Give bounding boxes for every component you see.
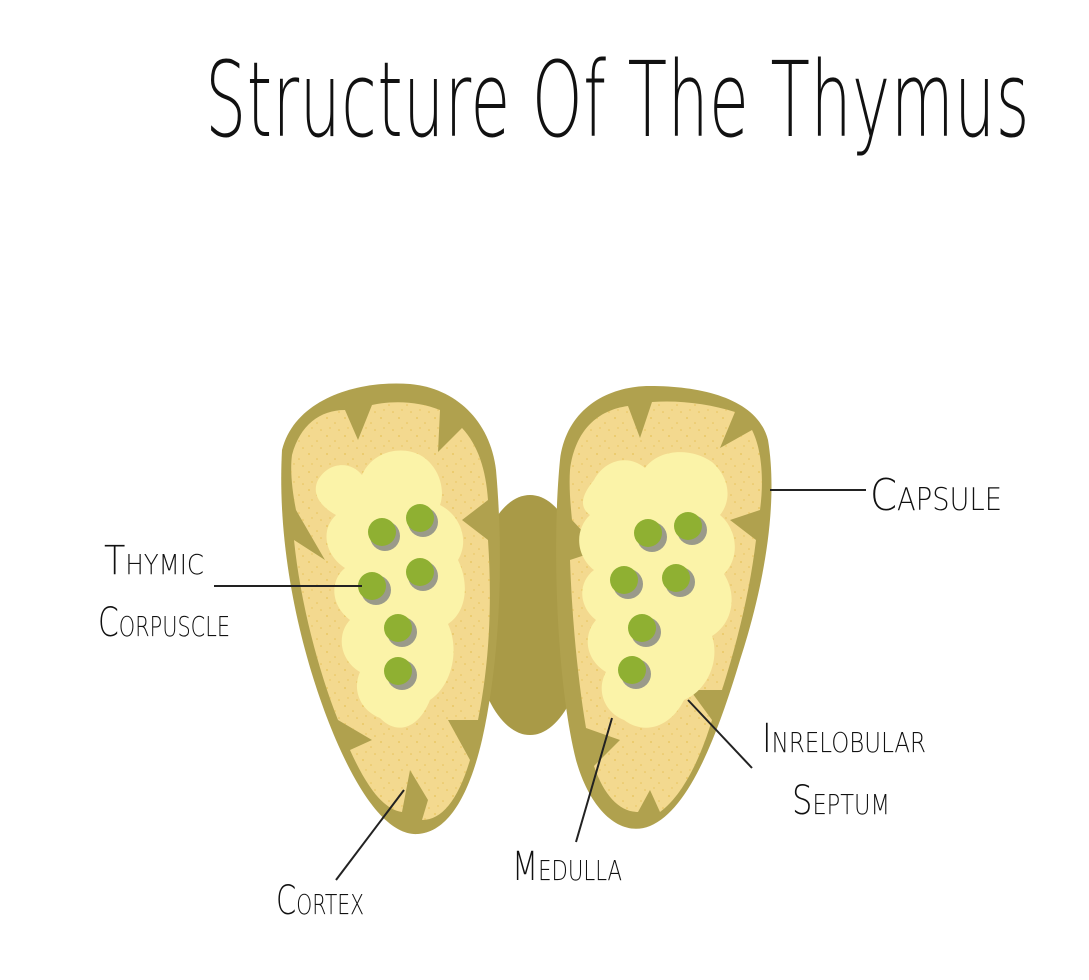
medulla-leader: [575, 717, 613, 843]
left-corpuscles: [358, 504, 438, 690]
interlobular-septum-leader: [687, 699, 753, 769]
thymic-corpuscle: [618, 656, 646, 684]
interlobular-label-line2: Septum: [792, 778, 890, 824]
cortex-leader: [335, 789, 405, 881]
thymic-corpuscle: [628, 614, 656, 642]
thymic-corpuscle: [384, 657, 412, 685]
thymic-corpuscle: [662, 564, 690, 592]
medulla-label: Medulla: [512, 844, 622, 890]
right-corpuscles: [610, 512, 707, 689]
thymic-corpuscle: [384, 614, 412, 642]
left-lobe: [281, 383, 500, 835]
thymic-label-line2: Corpuscle: [98, 600, 230, 646]
thymic-corpuscle: [634, 519, 662, 547]
thymic-corpuscle: [610, 566, 638, 594]
interlobular-label-line1: Inrelobular: [762, 716, 926, 762]
cortex-label: Cortex: [276, 878, 364, 924]
capsule-label: Capsule: [870, 470, 1002, 521]
thymic-label-line1: Thymic: [104, 538, 204, 584]
thymic-corpuscle: [406, 504, 434, 532]
thymic-corpuscle: [406, 558, 434, 586]
right-lobe: [556, 386, 772, 829]
thymic-corpuscle: [358, 572, 386, 600]
thymic-corpuscle: [368, 518, 396, 546]
thymic-corpuscle: [674, 512, 702, 540]
